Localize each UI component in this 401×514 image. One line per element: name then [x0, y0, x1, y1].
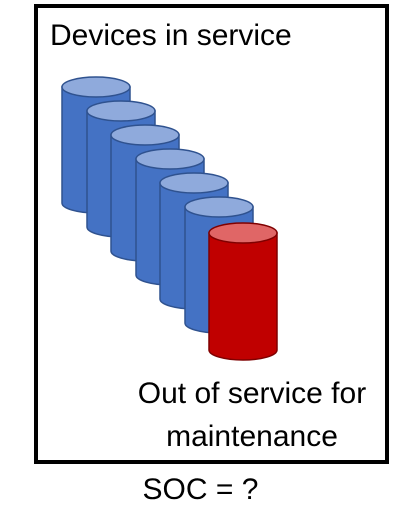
out-of-service-label: Out of service for maintenance: [118, 372, 386, 458]
devices-in-service-title: Devices in service: [50, 18, 292, 54]
soc-label: SOC = ?: [0, 472, 401, 508]
